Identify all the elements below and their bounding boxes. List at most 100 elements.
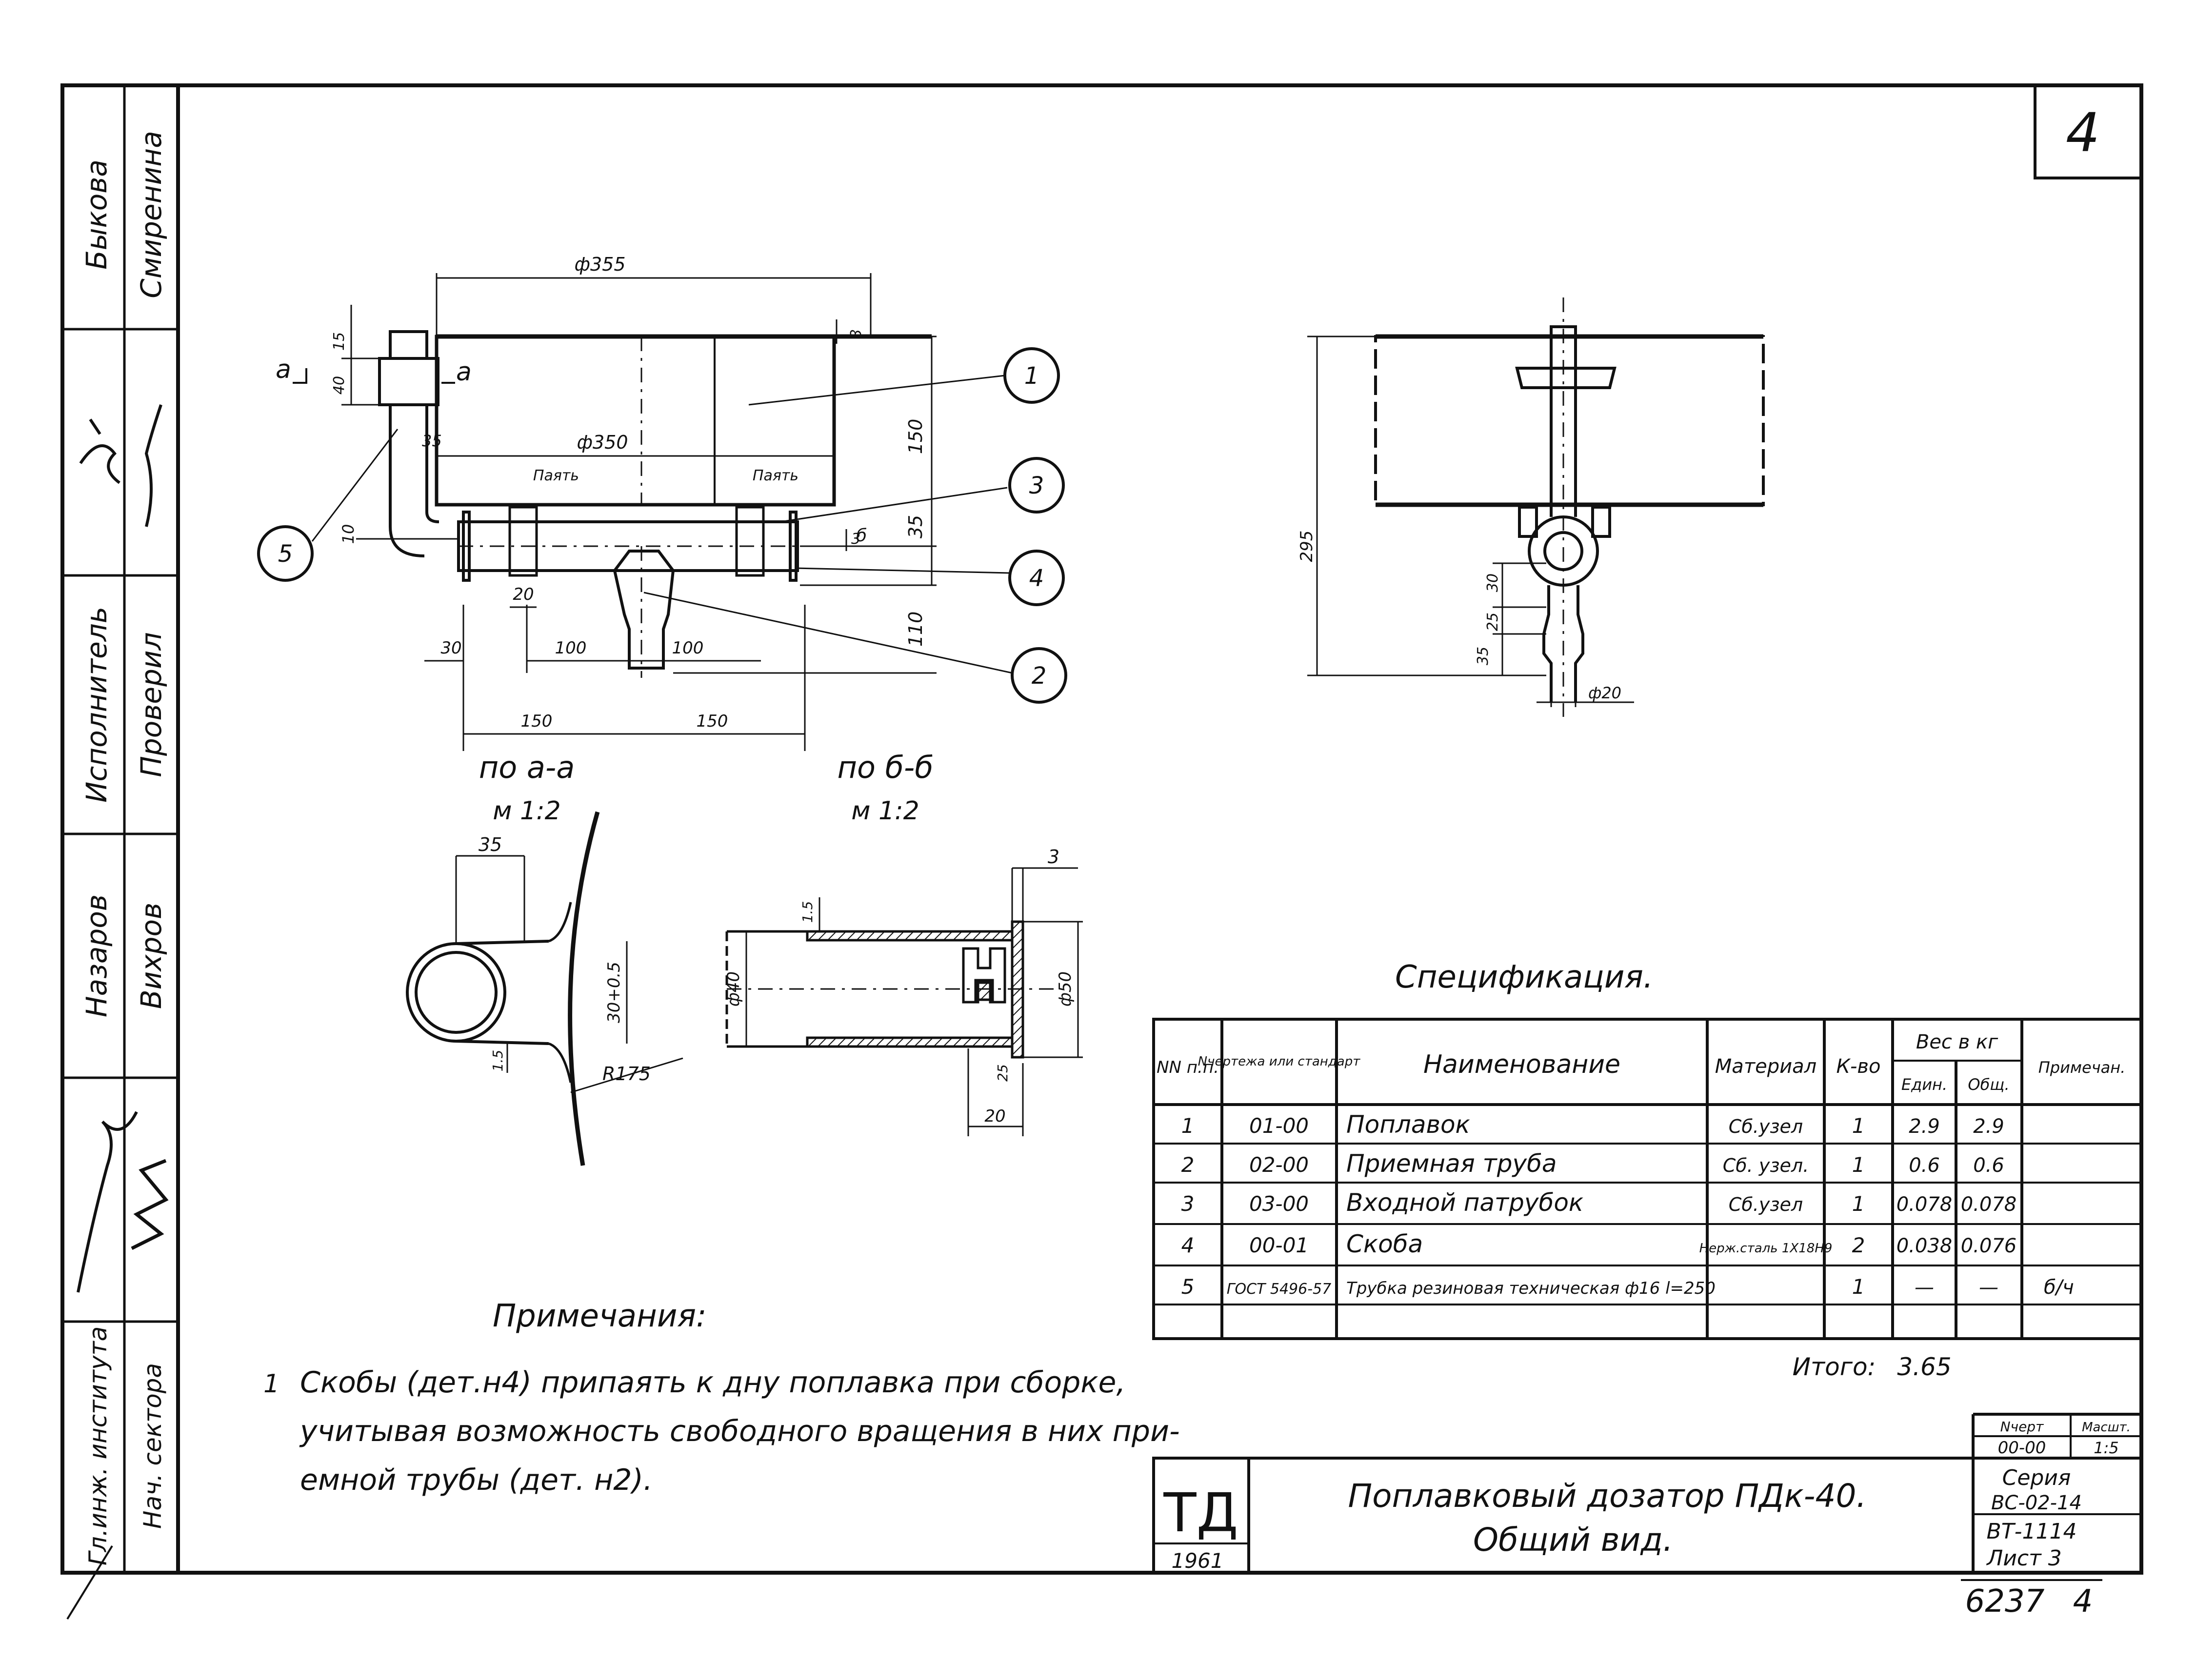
callout-1-label: 1 [1024,362,1039,390]
section-bb-dim-d50: ф50 [1056,971,1075,1007]
callouts: 1 3 4 2 5 [257,347,1067,704]
spec-header-note: Примечан. [2038,1058,2126,1077]
callout-3: 3 [1008,457,1065,514]
dim-h150: 150 [905,419,926,455]
sheet-number: 4 [2066,101,2100,164]
section-aa-scale: м 1:2 [493,796,560,826]
dim-d15: 15 [331,332,348,351]
table-cell-qty: 1 [1852,1192,1865,1216]
table-cell-n: 5 [1181,1275,1195,1299]
table-cell-qty: 2 [1852,1233,1865,1257]
section-aa: по а-а м 1:2 35 30+0.5 1.5 R175 [406,750,683,1166]
table-cell-name: Входной патрубок [1346,1188,1583,1217]
scale-value: 1:5 [2094,1439,2119,1457]
top-nut [378,357,439,406]
dim-d355: ф355 [574,254,625,275]
signature-3 [77,1111,138,1293]
notes-line-2: учитывая возможность свободного вращения… [299,1414,1180,1448]
spec-total-label: Итого: [1793,1353,1876,1381]
table-cell-qty: 1 [1852,1114,1865,1138]
table-cell-unit: 0.038 [1897,1235,1953,1257]
table-cell-n: 2 [1181,1153,1195,1177]
stamp-chief-engineer-label: Гл.инж. института [84,1326,112,1566]
dim-d8: 8 [848,329,865,338]
series-value: ВС-02-14 [1991,1492,2082,1514]
side-dim-d295: 295 [1297,531,1317,562]
table-cell-n: 4 [1181,1233,1195,1257]
inlet-nozzle [613,550,675,670]
side-dim-d30: 30 [1484,573,1501,592]
table-cell-drawing: 02-00 [1249,1153,1309,1177]
table-cell-total: 2.9 [1973,1115,2004,1138]
section-bb-dim-d15: 1.5 [799,901,816,923]
side-stamp: Быкова Смиренина Исполнитель Проверил На… [77,131,169,1566]
dim-h35: 35 [905,515,926,538]
callout-2-label: 2 [1032,662,1047,690]
callout-5: 5 [257,525,314,582]
stamp-name-smirenina: Смиренина [135,131,168,298]
section-b-mark: б [856,526,867,546]
table-cell-n: 3 [1181,1192,1195,1216]
dim-h110: 110 [905,612,926,647]
table-cell-n: 1 [1181,1114,1195,1138]
table-cell-drawing: ГОСТ 5496-57 [1227,1281,1331,1298]
section-a-right: а [456,357,472,387]
spec-header-name: Наименование [1423,1050,1620,1079]
section-bb-dim-d3: 3 [1048,846,1059,868]
title-block-logo: ТД [1163,1482,1238,1544]
spec-header-material: Материал [1715,1055,1817,1078]
dim-d20: 20 [513,585,534,604]
drawing-no: 00-00 [1998,1438,2046,1458]
solder-label-1: Паять [533,467,579,484]
table-row: 5 ГОСТ 5496-57 Трубка резиновая техническа… [1181,1275,2074,1299]
side-dim-d35: 35 [1475,647,1492,665]
side-view-dimensions: 295 30 25 35 ф20 [1297,531,1621,702]
spec-header-weight: Вес в кг [1916,1031,1998,1053]
stamp-number: 6237 [1965,1583,2045,1620]
table-cell-total: 0.076 [1961,1235,2017,1257]
scale-label: Масшт. [2082,1420,2131,1435]
solder-label-2: Паять [753,467,799,484]
section-bb-dim-d40: ф40 [724,971,743,1007]
section-aa-dim-d15: 1.5 [490,1050,506,1072]
callout-3-label: 3 [1029,472,1044,499]
table-cell-drawing: 03-00 [1249,1192,1309,1216]
signature-4 [131,1159,169,1250]
signature-1 [79,418,120,484]
table-cell-unit: 0.078 [1897,1193,1953,1216]
section-aa-dim-r175: R175 [602,1063,651,1085]
table-row: 3 03-00 Входной патрубок Сб.узел 1 0.078 0.078 [1181,1188,2017,1217]
title-block: ТД 1961 Поплавковый дозатор ПДк-40. Общи… [1152,1413,2143,1574]
section-bb-title: по б-б [837,750,933,785]
dim-d150b: 150 [697,712,728,731]
callout-1: 1 [1003,347,1060,404]
spec-total-value: 3.65 [1897,1353,1951,1381]
table-cell-material: Сб.узел [1729,1116,1803,1137]
stamp-performer-label: Исполнитель [80,607,113,803]
table-cell-drawing: 01-00 [1249,1114,1309,1138]
stamp-checked-label: Проверил [135,632,168,777]
table-cell-material: Сб.узел [1729,1194,1803,1215]
side-float-body [1374,335,1765,506]
dim-d30: 30 [440,638,461,658]
side-dim-d25: 25 [1484,613,1501,631]
spec-table: Спецификация. NN п.п. Nчертежа или станд… [1152,959,2143,1381]
spec-header-nn: NN п.п. [1157,1058,1219,1077]
callout-4-label: 4 [1029,565,1044,592]
table-cell-total: 0.078 [1961,1193,2017,1216]
stamp-name-bykova: Быкова [80,159,113,270]
notes-item-number: 1 [263,1369,279,1399]
main-view-dimensions: ф355 ф350 Паять Паять 150 35 110 10 20 3… [276,254,926,731]
section-aa-title: по а-а [479,750,575,785]
table-cell-name: Поплавок [1346,1110,1470,1139]
spec-header-qty: К-во [1837,1055,1881,1078]
main-view [293,273,1013,751]
section-aa-dim-d35: 35 [479,834,502,855]
sheet-frame [60,83,2143,1620]
table-cell-name: Трубка резиновая техническая ф16 l=250 [1346,1279,1716,1298]
series-label: Серия [2002,1465,2071,1490]
doc-code: ВТ-1114 [1987,1519,2077,1544]
table-cell-total: 0.6 [1973,1154,2004,1177]
